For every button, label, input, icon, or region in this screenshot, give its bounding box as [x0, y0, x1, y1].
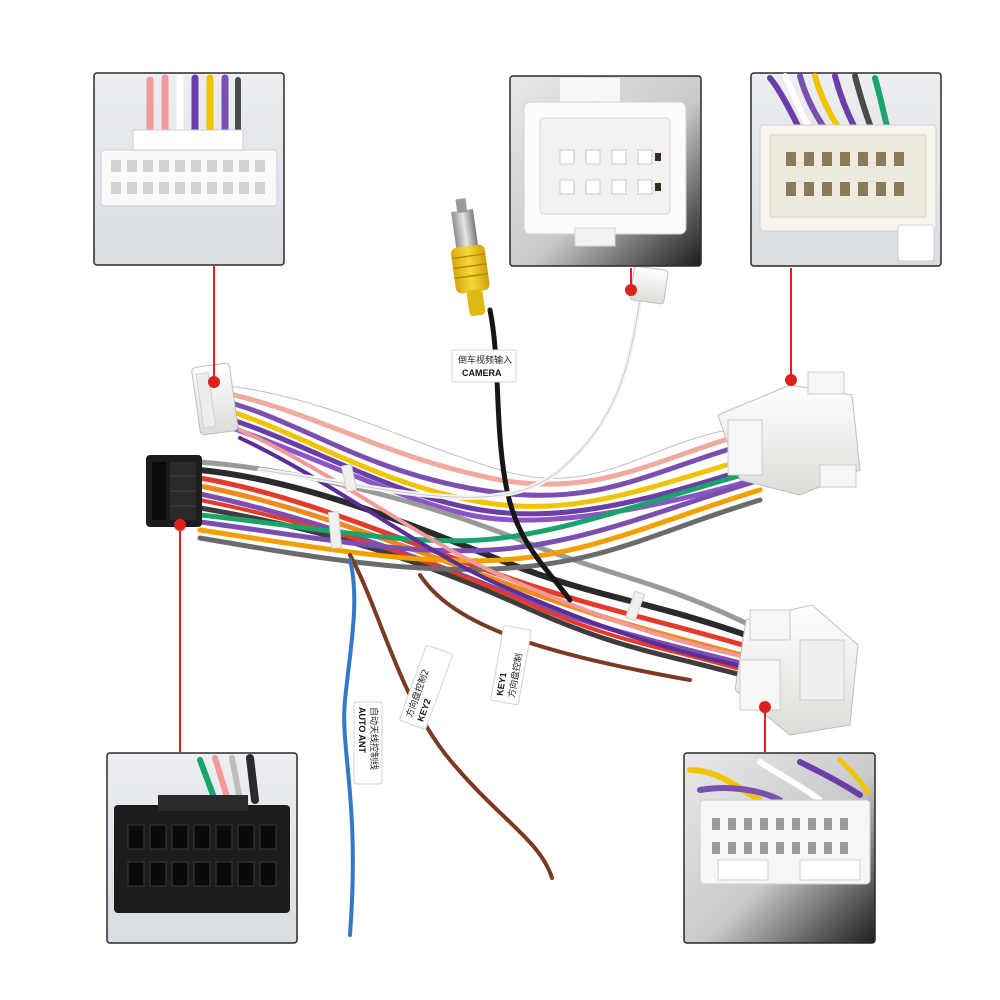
detail-panel-black-16pin	[106, 752, 298, 944]
pointer-dot	[174, 519, 186, 531]
small-white-connector	[191, 362, 239, 436]
top-right-white-connector	[717, 371, 861, 496]
small-4pin-connector	[629, 265, 669, 305]
zip-tie	[340, 463, 358, 493]
pointer-lines	[174, 266, 797, 752]
tag-ant-cn: 自动天线控制线	[368, 707, 380, 770]
wire-bundle	[197, 297, 763, 937]
pointer-dot	[625, 284, 637, 296]
blue-wire-ant	[342, 558, 357, 937]
detail-panel-terminal-connector	[750, 72, 942, 267]
rca-camera-plug	[451, 198, 490, 317]
detail-panel-20pin	[93, 72, 285, 266]
tag-key1-en: KEY1	[495, 672, 509, 697]
zip-tie	[327, 511, 343, 549]
detail-panel-camera-connector	[509, 75, 702, 267]
zip-ties	[327, 463, 646, 622]
pointer-dot	[785, 374, 797, 386]
tag-auto-ant: 自动天线控制线 AUTO ANT	[353, 701, 383, 785]
tag-ant-en: AUTO ANT	[357, 707, 367, 754]
black-16pin-connector	[146, 455, 202, 527]
detail-panel-white-multipin	[683, 752, 876, 944]
tag-camera: 倒车视频输入 CAMERA	[451, 349, 517, 383]
tag-camera-cn: 倒车视频输入	[458, 354, 512, 366]
pointer-dot	[759, 701, 771, 713]
zip-tie	[624, 590, 646, 622]
tag-camera-en: CAMERA	[462, 368, 502, 378]
bottom-right-white-connector	[734, 604, 859, 736]
tag-key1: KEY1 方向盘控制	[490, 625, 532, 706]
brown-wire-key2	[348, 553, 554, 880]
pointer-dot	[208, 376, 220, 388]
